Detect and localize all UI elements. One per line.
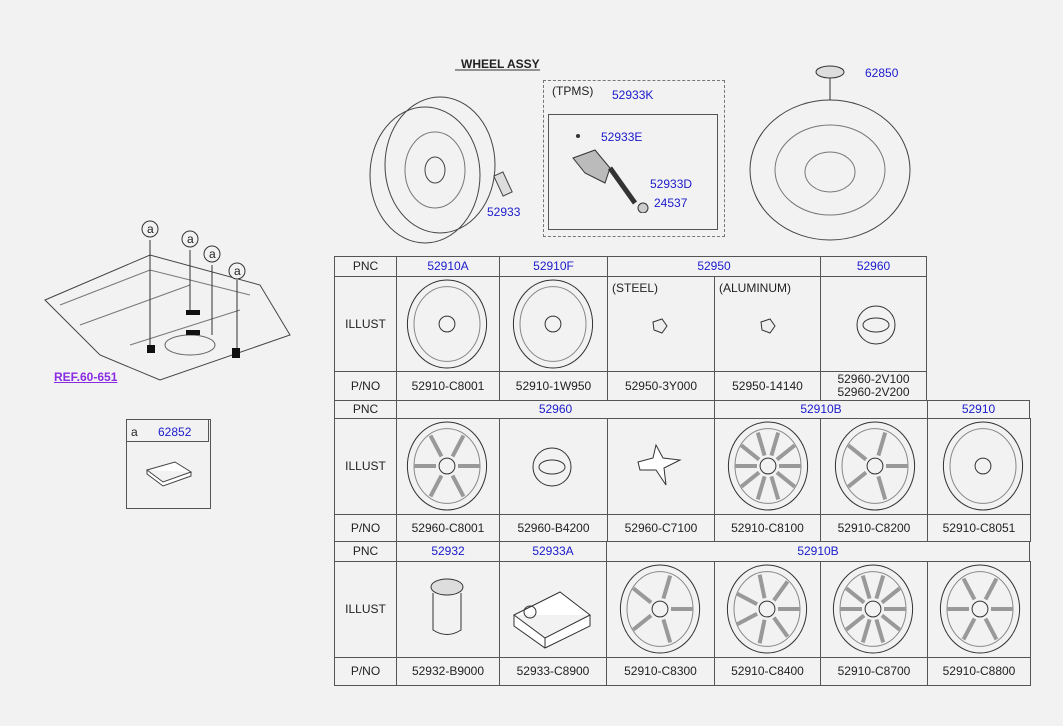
pno-cell[interactable]: 52932-B9000 bbox=[396, 657, 500, 686]
tpms-sensor-illustration bbox=[572, 134, 649, 213]
center-cap-spider-icon bbox=[637, 443, 682, 486]
pnc-52910B[interactable]: 52910B bbox=[714, 400, 928, 419]
pno-cell[interactable]: 52910-C8700 bbox=[820, 657, 928, 686]
lug-nut-icon bbox=[652, 318, 668, 334]
pnc-label: PNC bbox=[334, 400, 397, 419]
part-52933K[interactable]: 52933K bbox=[612, 88, 654, 102]
part-62852[interactable]: 62852 bbox=[158, 425, 192, 439]
illust-label: ILLUST bbox=[334, 418, 397, 515]
pno-52960-2V200[interactable]: 52960-2V200 bbox=[837, 385, 910, 399]
part-52933D[interactable]: 52933D bbox=[650, 177, 693, 191]
pnc-label: PNC bbox=[334, 541, 397, 562]
center-cap-icon bbox=[532, 447, 572, 487]
pnc-label: PNC bbox=[334, 256, 397, 277]
alloy-wheel-icon bbox=[727, 421, 809, 511]
alloy-wheel-icon bbox=[834, 421, 916, 511]
alloy-wheel-icon bbox=[832, 564, 914, 654]
callout-a: a bbox=[187, 232, 194, 246]
steel-wheel-illustration bbox=[369, 69, 540, 244]
pno-label: P/NO bbox=[334, 657, 397, 686]
spare-tire-illustration bbox=[749, 65, 911, 241]
pnc-52960[interactable]: 52960 bbox=[396, 400, 715, 419]
pnc-52910F[interactable]: 52910F bbox=[499, 256, 608, 277]
pno-cell[interactable]: 52960-B4200 bbox=[499, 514, 608, 542]
pno-cell[interactable]: 52910-C8300 bbox=[606, 657, 715, 686]
center-cap-icon bbox=[856, 305, 896, 345]
pno-cell[interactable]: 52950-3Y000 bbox=[607, 371, 715, 401]
pno-cell[interactable]: 52910-C8200 bbox=[820, 514, 928, 542]
pno-cell[interactable]: 52910-C8100 bbox=[714, 514, 821, 542]
callout-a: a bbox=[209, 247, 216, 261]
compressor-icon bbox=[513, 591, 591, 649]
pnc-52910A[interactable]: 52910A bbox=[396, 256, 500, 277]
illust-label: ILLUST bbox=[334, 276, 397, 372]
steel-wheel-icon bbox=[512, 279, 594, 369]
pno-52960-2V100[interactable]: 52960-2V100 bbox=[837, 372, 910, 386]
floor-panel-illustration bbox=[44, 220, 291, 381]
callout-a: a bbox=[147, 222, 154, 236]
callout-a: a bbox=[234, 264, 241, 278]
pno-cell[interactable]: 52910-C8051 bbox=[927, 514, 1031, 542]
pno-cell[interactable]: 52910-C8400 bbox=[714, 657, 821, 686]
steel-wheel-icon bbox=[406, 279, 488, 369]
pnc-52933A[interactable]: 52933A bbox=[499, 541, 607, 562]
legend-key: a bbox=[131, 425, 138, 439]
pnc-52960[interactable]: 52960 bbox=[820, 256, 927, 277]
alloy-wheel-icon bbox=[939, 564, 1021, 654]
illust-label: ILLUST bbox=[334, 561, 397, 658]
part-62850[interactable]: 62850 bbox=[865, 66, 899, 80]
pno-cell[interactable]: 52910-C8800 bbox=[927, 657, 1031, 686]
pnc-52950[interactable]: 52950 bbox=[607, 256, 821, 277]
pno-label: P/NO bbox=[334, 371, 397, 401]
pno-cell[interactable]: 52910-C8001 bbox=[396, 371, 500, 401]
pnc-52910[interactable]: 52910 bbox=[927, 400, 1030, 419]
part-52933[interactable]: 52933 bbox=[487, 205, 521, 219]
pad-icon bbox=[145, 461, 193, 487]
pno-cell[interactable]: 52910-1W950 bbox=[499, 371, 608, 401]
pno-label: P/NO bbox=[334, 514, 397, 542]
aluminum-label: (ALUMINUM) bbox=[719, 281, 791, 295]
pno-cell[interactable]: 52933-C8900 bbox=[499, 657, 607, 686]
pno-cell[interactable]: 52960-C7100 bbox=[607, 514, 715, 542]
pnc-52932[interactable]: 52932 bbox=[396, 541, 500, 562]
alloy-wheel-icon bbox=[619, 564, 701, 654]
steel-wheel-icon bbox=[942, 421, 1024, 511]
pno-cell[interactable]: 52950-14140 bbox=[714, 371, 821, 401]
tpms-label: (TPMS) bbox=[552, 84, 594, 98]
part-24537[interactable]: 24537 bbox=[654, 196, 688, 210]
wheel-assy-label: WHEEL ASSY bbox=[461, 57, 540, 71]
alloy-wheel-icon bbox=[726, 564, 808, 654]
part-52933E[interactable]: 52933E bbox=[601, 130, 643, 144]
lug-nut-icon bbox=[760, 318, 776, 334]
sealant-bottle-icon bbox=[430, 578, 464, 635]
ref-link[interactable]: REF.60-651 bbox=[54, 370, 118, 384]
pno-cell[interactable]: 52960-C8001 bbox=[396, 514, 500, 542]
steel-label: (STEEL) bbox=[612, 281, 659, 295]
pnc-52910B[interactable]: 52910B bbox=[606, 541, 1030, 562]
wheel-cover-icon bbox=[406, 421, 488, 511]
